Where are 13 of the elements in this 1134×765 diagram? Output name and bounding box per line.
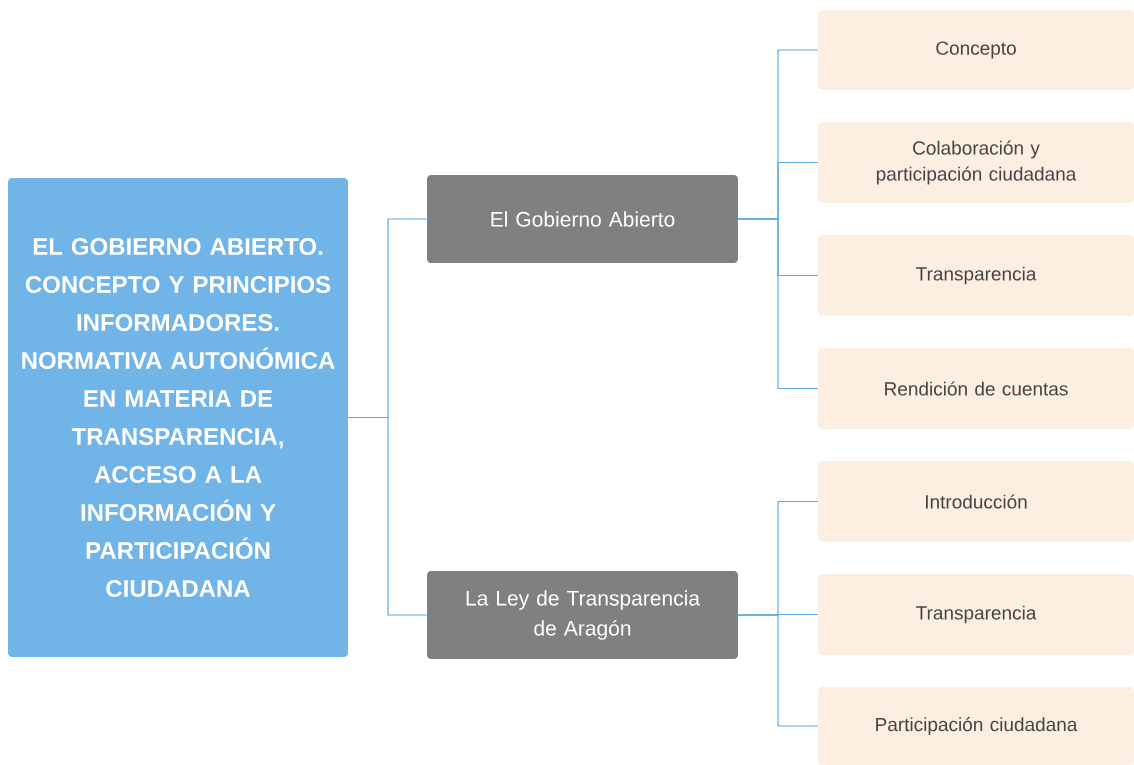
topic-box: La Ley de Transparencia de Aragón [427, 571, 738, 659]
connector [737, 218, 819, 390]
connector [347, 416, 428, 616]
subtopic-box: Rendición de cuentas [818, 348, 1134, 429]
subtopic-box: Transparencia [818, 235, 1134, 316]
topic-box: El Gobierno Abierto [427, 175, 738, 263]
title-box: EL GOBIERNO ABIERTO. CONCEPTO Y PRINCIPIOS INFORMADORES. NORMATIVA AUTONÓMICA EN MATERIA DE TRANSPARENCIA, ACCESO A LA INFORMACIÓN Y PARTICIPACIÓN CIUDADANA [8, 178, 348, 657]
subtopic-box: Transparencia [818, 574, 1134, 655]
subtopic-box: Colaboración y participación ciudadana [818, 122, 1134, 203]
subtopic-box: Introducción [818, 461, 1134, 542]
subtopic-box: Participación ciudadana [818, 687, 1134, 765]
subtopic-box: Concepto [818, 10, 1134, 90]
connector [737, 614, 819, 727]
